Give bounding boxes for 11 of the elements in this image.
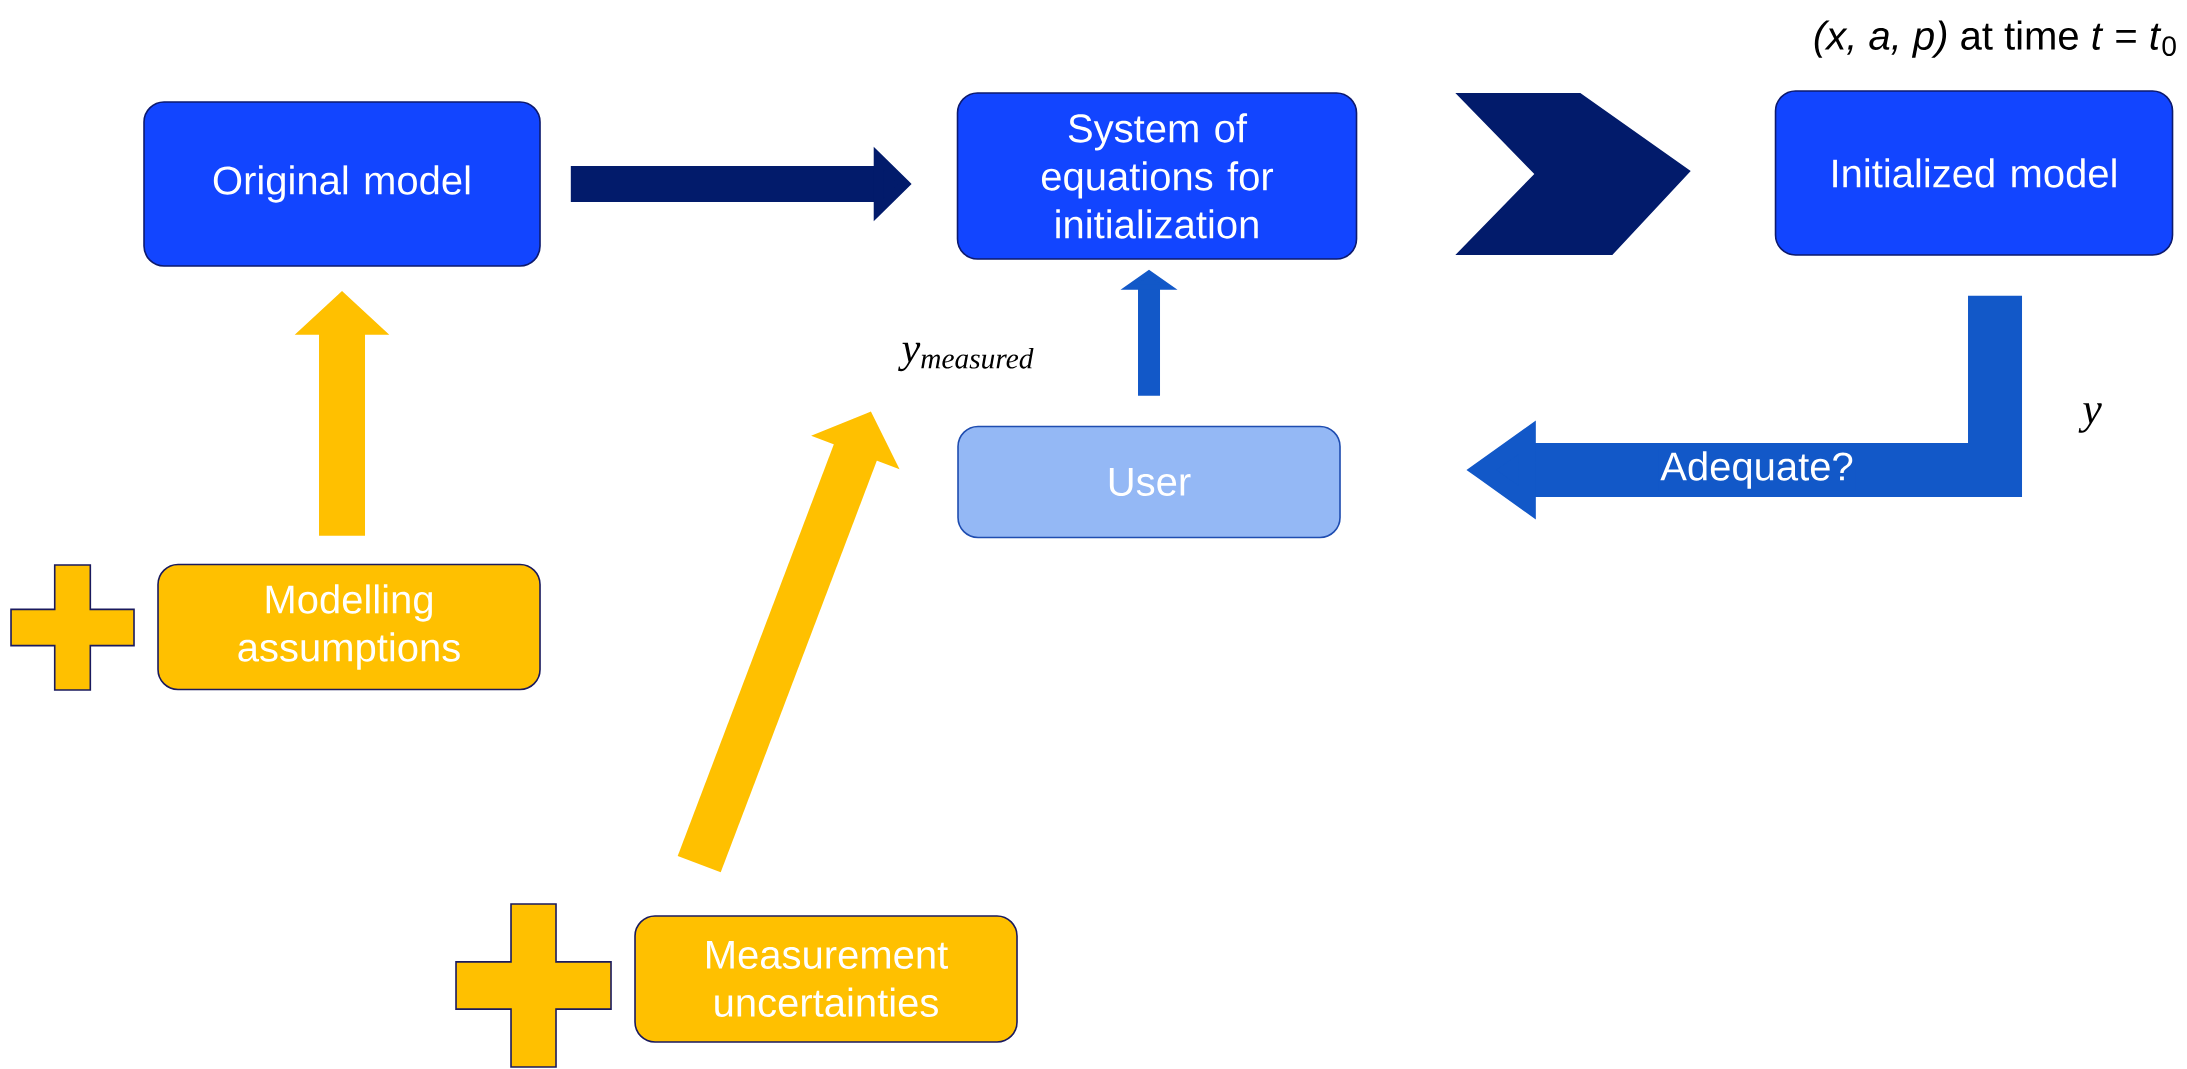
process-box: Initialized model [1774, 90, 2174, 256]
user-box: User [957, 425, 1341, 539]
edge-label: Adequate? [1660, 451, 1853, 489]
process-box: Original model [143, 101, 541, 267]
input-box: Modelling assumptions [157, 563, 541, 691]
chevron-arrow [1455, 93, 1691, 255]
process-box: System of equations for initialization [956, 92, 1358, 260]
text-label: y$_{measured}$ [898, 342, 1034, 372]
signal-label: y [2078, 403, 2102, 433]
input-box: Measurement uncertainties [634, 915, 1018, 1043]
node-caption: (x, a, p) at time t = t$_{0}$ [1814, 20, 2176, 58]
